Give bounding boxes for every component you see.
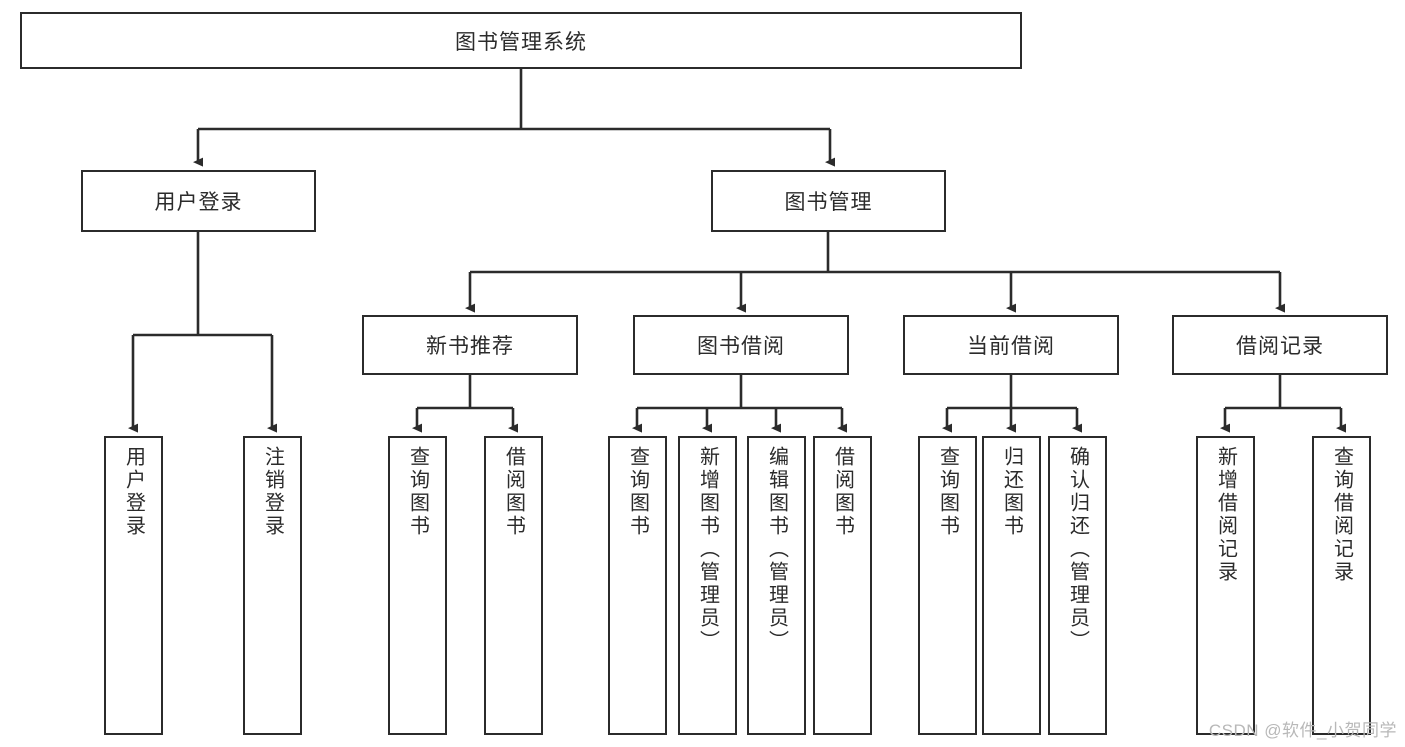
node-current-borrow-label: 当前借阅 (967, 335, 1055, 358)
leaf-query-book-current[interactable]: 查询图书 (918, 436, 977, 735)
leaf-add-borrow-record-label: 新增借阅记录 (1214, 446, 1237, 584)
node-book-borrow[interactable]: 图书借阅 (633, 315, 849, 375)
leaf-edit-book-admin-label: 编辑图书（管理员） (765, 446, 788, 653)
leaf-borrow-book-recommend[interactable]: 借阅图书 (484, 436, 543, 735)
leaf-borrow-book[interactable]: 借阅图书 (813, 436, 872, 735)
leaf-query-book-recommend-label: 查询图书 (406, 446, 429, 538)
leaf-logout-label: 注销登录 (261, 446, 284, 538)
leaf-return-book[interactable]: 归还图书 (982, 436, 1041, 735)
leaf-edit-book-admin[interactable]: 编辑图书（管理员） (747, 436, 806, 735)
leaf-add-book-admin-label: 新增图书（管理员） (696, 446, 719, 653)
leaf-query-book-borrow-label: 查询图书 (626, 446, 649, 538)
node-new-book-recommend[interactable]: 新书推荐 (362, 315, 578, 375)
leaf-query-book-recommend[interactable]: 查询图书 (388, 436, 447, 735)
leaf-user-login[interactable]: 用户登录 (104, 436, 163, 735)
leaf-query-borrow-record-label: 查询借阅记录 (1330, 446, 1353, 584)
node-borrow-record-label: 借阅记录 (1236, 335, 1324, 358)
leaf-add-book-admin[interactable]: 新增图书（管理员） (678, 436, 737, 735)
node-root[interactable]: 图书管理系统 (20, 12, 1022, 69)
leaf-return-book-label: 归还图书 (1000, 446, 1023, 538)
node-book-management[interactable]: 图书管理 (711, 170, 946, 232)
node-borrow-record[interactable]: 借阅记录 (1172, 315, 1388, 375)
node-user-login-label: 用户登录 (154, 191, 243, 214)
leaf-confirm-return-admin[interactable]: 确认归还（管理员） (1048, 436, 1107, 735)
leaf-user-login-label: 用户登录 (122, 446, 145, 538)
node-book-borrow-label: 图书借阅 (697, 335, 785, 358)
leaf-logout[interactable]: 注销登录 (243, 436, 302, 735)
leaf-query-book-borrow[interactable]: 查询图书 (608, 436, 667, 735)
leaf-borrow-book-label: 借阅图书 (831, 446, 854, 538)
leaf-query-book-current-label: 查询图书 (936, 446, 959, 538)
node-book-management-label: 图书管理 (784, 191, 873, 214)
leaf-query-borrow-record[interactable]: 查询借阅记录 (1312, 436, 1371, 735)
leaf-add-borrow-record[interactable]: 新增借阅记录 (1196, 436, 1255, 735)
node-current-borrow[interactable]: 当前借阅 (903, 315, 1119, 375)
node-root-label: 图书管理系统 (455, 30, 587, 54)
leaf-borrow-book-recommend-label: 借阅图书 (502, 446, 525, 538)
leaf-confirm-return-admin-label: 确认归还（管理员） (1066, 446, 1089, 653)
node-new-book-recommend-label: 新书推荐 (426, 335, 514, 358)
node-user-login[interactable]: 用户登录 (81, 170, 316, 232)
watermark: CSDN @软件_小贺同学 (1208, 721, 1397, 740)
